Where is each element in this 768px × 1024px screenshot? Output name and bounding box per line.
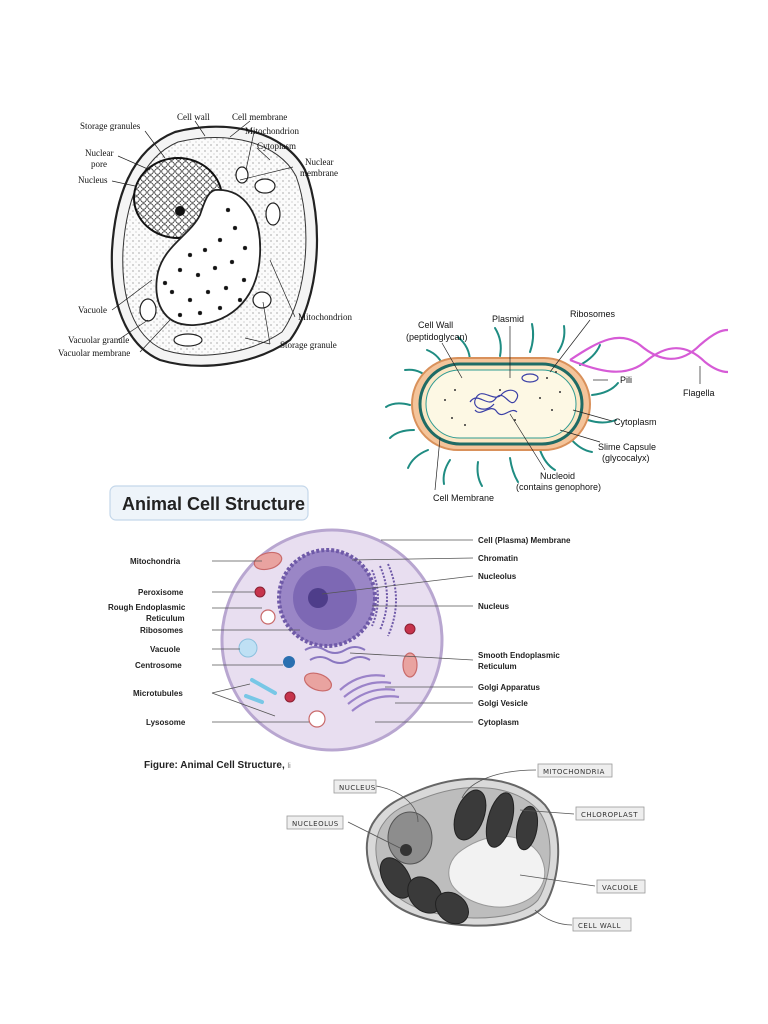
label-cytoplasm: Cytoplasm [478, 718, 519, 727]
animal-smooth-er [304, 646, 371, 664]
grey-label-chloroplast: CHLOROPLAST [575, 806, 645, 821]
label-nuclear-pore-1: Nuclear [85, 148, 113, 158]
grey-nucleolus [400, 844, 412, 856]
figure-caption-bold: Figure: Animal Cell Structure, [144, 760, 285, 771]
plant-mitochondria [139, 166, 281, 347]
animal-leader-lines [211, 539, 474, 723]
grey-label-cell-wall: CELL WALL [572, 917, 632, 932]
label-rough-er-reticulum: Reticulum [146, 614, 185, 623]
label-grey-vacuole: VACUOLE [602, 884, 638, 892]
label-grey-nucleus: NUCLEUS [339, 784, 376, 792]
label-mitochondria: Mitochondria [130, 557, 181, 566]
animal-cell-title-box [109, 485, 309, 521]
label-nuclear-pore-2: pore [91, 159, 107, 169]
animal-vacuole [238, 638, 258, 658]
plant-vacuole [155, 189, 261, 326]
label-nucleus: Nucleus [78, 175, 108, 185]
grey-label-nucleolus: NUCLEOLUS [286, 815, 344, 830]
label-centrosome: Centrosome [135, 661, 182, 670]
bacteria-cytoplasm [425, 369, 577, 439]
label-grey-mitochondria: MITOCHONDRIA [543, 768, 605, 776]
label-vacuolar-granule: Vacuolar granule [68, 335, 129, 345]
label-golgi-apparatus: Golgi Apparatus [478, 683, 540, 692]
plant-nucleolus [175, 206, 185, 216]
label-smooth-er: Smooth Endoplasmic [478, 651, 560, 660]
grey-chloroplasts [379, 789, 539, 925]
label-glycocalyx: (glycocalyx) [602, 453, 650, 463]
bacteria-ribosomes [444, 371, 561, 426]
label-cell-wall: Cell wall [177, 112, 210, 122]
grey-cell-diagram: NUCLEUS MITOCHONDRIA CHLOROPLAST NUCLEOL… [286, 763, 646, 932]
label-cell-wall: Cell Wall [418, 320, 453, 330]
grey-leader-lines [347, 769, 596, 926]
label-mitochondrion-bottom: Mitochondrion [298, 312, 352, 322]
animal-peroxisomes [254, 586, 416, 703]
bacteria-nucleoid [469, 389, 519, 416]
label-storage-granules: Storage granules [80, 121, 141, 131]
figure-caption-rest: li [288, 763, 292, 770]
animal-golgi-apparatus [339, 674, 400, 712]
label-storage-granule: Storage granule [280, 340, 337, 350]
animal-cell-diagram: Animal Cell Structure [108, 485, 571, 771]
label-peptidoglycan: (peptidoglycan) [406, 332, 468, 342]
figure-caption: Figure: Animal Cell Structure, li [144, 760, 291, 771]
label-mitochondrion-top: Mitochondrion [245, 126, 299, 136]
label-cell-membrane: Cell membrane [232, 112, 287, 122]
label-grey-chloroplast: CHLOROPLAST [581, 811, 638, 819]
label-nuclear-membrane-2: membrane [300, 168, 338, 178]
label-cell-membrane: Cell Membrane [433, 493, 494, 503]
label-plasma-membrane: Cell (Plasma) Membrane [478, 536, 571, 545]
label-vacuolar-membrane: Vacuolar membrane [58, 348, 130, 358]
plant-leader-lines [111, 120, 296, 353]
bacteria-leader-lines [434, 319, 701, 491]
label-golgi-vesicle: Golgi Vesicle [478, 699, 528, 708]
animal-lysosomes [260, 609, 326, 728]
label-rough-er: Rough Endoplasmic [108, 603, 186, 612]
animal-nucleolus [308, 588, 328, 608]
label-slime-capsule: Slime Capsule [598, 442, 656, 452]
label-chromatin: Chromatin [478, 554, 518, 563]
label-vacuole: Vacuole [78, 305, 107, 315]
label-cytoplasm: Cytoplasm [257, 141, 296, 151]
label-plasmid: Plasmid [492, 314, 524, 324]
label-nucleus: Nucleus [478, 602, 510, 611]
label-lysosome: Lysosome [146, 718, 186, 727]
animal-rough-er [371, 563, 397, 637]
label-nucleolus: Nucleolus [478, 572, 517, 581]
grey-label-vacuole: VACUOLE [596, 879, 646, 894]
label-vacuole: Vacuole [150, 645, 181, 654]
label-grey-cell-wall: CELL WALL [578, 922, 621, 930]
bacterial-cell-diagram: Cell Wall (peptidoglycan) Plasmid Riboso… [385, 309, 729, 503]
grey-nucleus [387, 811, 433, 865]
label-ribosomes: Ribosomes [570, 309, 616, 319]
grey-label-mitochondria: MITOCHONDRIA [537, 763, 613, 778]
label-nuclear-membrane-1: Nuclear [305, 157, 333, 167]
label-microtubules: Microtubules [133, 689, 183, 698]
label-contains-genophore: (contains genophore) [516, 482, 601, 492]
animal-centrosome [283, 656, 295, 668]
label-smooth-er-reticulum: Reticulum [478, 662, 517, 671]
animal-cell-title: Animal Cell Structure [122, 494, 305, 514]
bacteria-plasmid [521, 373, 539, 383]
plant-cell-diagram: Storage granules Cell wall Cell membrane… [58, 112, 352, 367]
label-grey-nucleolus: NUCLEOLUS [292, 820, 339, 828]
bacteria-flagella [569, 328, 729, 374]
label-nucleoid: Nucleoid [540, 471, 575, 481]
label-ribosomes: Ribosomes [140, 626, 184, 635]
label-peroxisome: Peroxisome [138, 588, 184, 597]
animal-mitochondria [253, 551, 418, 692]
label-pili: Pili [620, 375, 632, 385]
grey-label-nucleus: NUCLEUS [333, 779, 377, 794]
animal-microtubules [244, 678, 277, 704]
label-flagella: Flagella [683, 388, 715, 398]
label-cytoplasm: Cytoplasm [614, 417, 657, 427]
plant-vacuolar-granules [162, 207, 248, 318]
